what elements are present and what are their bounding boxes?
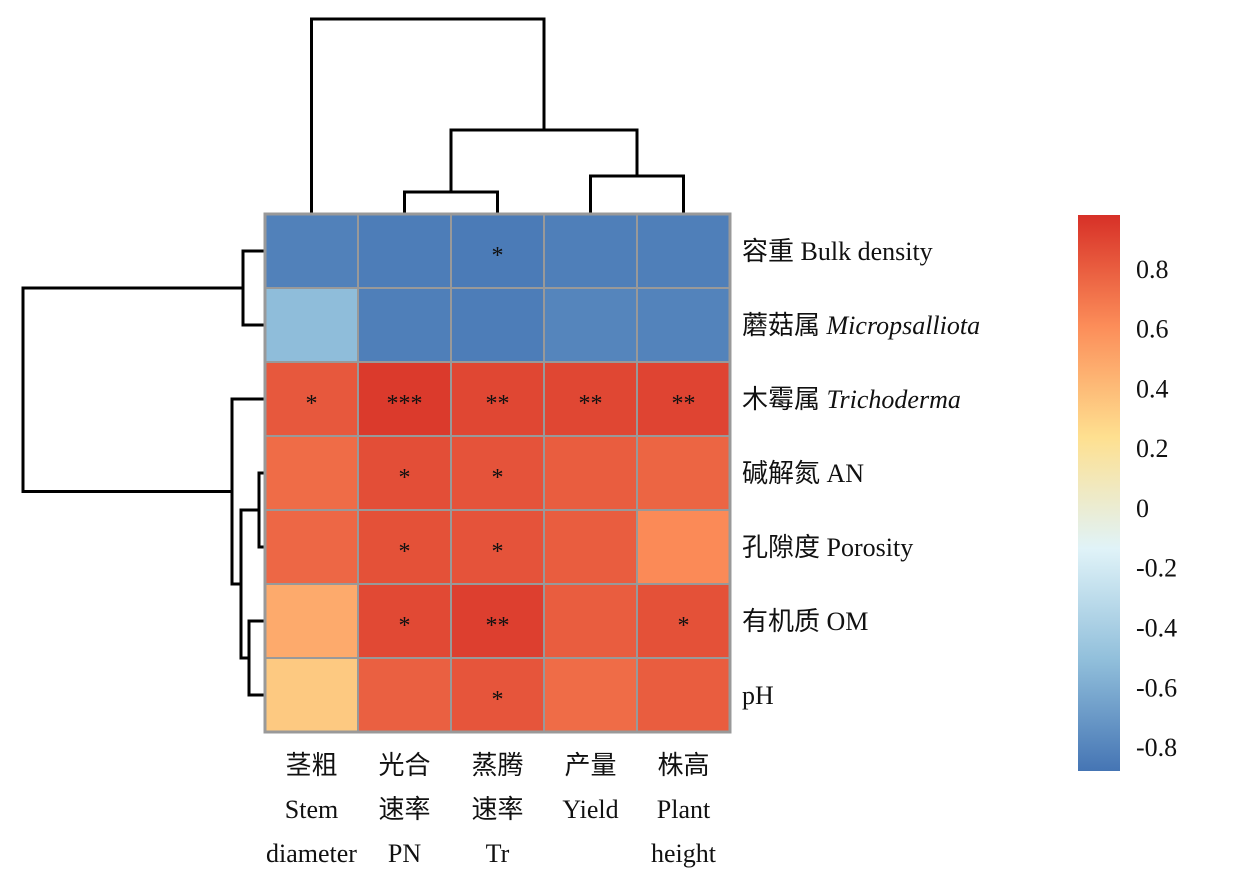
- significance-mark: **: [579, 391, 603, 417]
- colorbar-tick-label: -0.2: [1136, 554, 1177, 583]
- heatmap-cell: [543, 213, 638, 289]
- column-label: 产量: [564, 751, 616, 780]
- heatmap-cell: [636, 435, 731, 511]
- column-label: 光合: [378, 751, 430, 780]
- significance-mark: *: [399, 465, 411, 491]
- row-label: 有机质 OM: [742, 607, 868, 636]
- dendrogram-link: [247, 619, 265, 697]
- significance-mark: **: [486, 613, 510, 639]
- significance-mark: *: [492, 687, 504, 713]
- heatmap-cell: [450, 435, 545, 511]
- column-label: height: [651, 839, 717, 868]
- heatmap-cell: [543, 583, 638, 659]
- heatmap-cell: [543, 657, 638, 733]
- heatmap-cell: [450, 213, 545, 289]
- row-label: 蘑菇属 Micropsalliota: [742, 311, 980, 340]
- heatmap-border: [263, 212, 732, 734]
- significance-mark: *: [399, 539, 411, 565]
- colorbar-gradient: [1078, 215, 1120, 771]
- column-label: 蒸腾: [471, 751, 523, 780]
- significance-mark: **: [486, 391, 510, 417]
- column-label: Tr: [486, 839, 510, 868]
- heatmap-cell: [357, 361, 452, 437]
- significance-mark: *: [306, 391, 318, 417]
- heatmap-cell: [543, 287, 638, 363]
- column-dendrogram: [310, 17, 685, 214]
- heatmap-cell: [264, 287, 359, 363]
- dendrogram-link: [403, 190, 499, 214]
- significance-mark: ***: [387, 391, 423, 417]
- heatmap-cell: [636, 213, 731, 289]
- column-label: Stem: [285, 795, 338, 824]
- dendrogram-link: [449, 128, 639, 192]
- column-label: Plant: [657, 795, 711, 824]
- significance-mark: *: [492, 539, 504, 565]
- column-label: PN: [388, 839, 421, 868]
- colorbar-tick-label: -0.8: [1136, 733, 1177, 762]
- heatmap-cell: [450, 509, 545, 585]
- row-labels: 容重 Bulk density 蘑菇属 Micropsalliota 木霉属 Tri…: [742, 237, 980, 710]
- row-label: 孔隙度 Porosity: [742, 533, 913, 562]
- column-label: diameter: [266, 839, 357, 868]
- heatmap-cell: [636, 361, 731, 437]
- heatmap-cell: [450, 361, 545, 437]
- colorbar-tick-label: 0.2: [1136, 434, 1169, 463]
- heatmap-cells: [263, 212, 732, 734]
- colorbar-tick-label: 0.8: [1136, 255, 1169, 284]
- heatmap-cell: [264, 213, 359, 289]
- row-label: 容重 Bulk density: [742, 237, 933, 266]
- column-label: 株高: [657, 751, 709, 780]
- heatmap-cell: [636, 287, 731, 363]
- colorbar-tick-label: -0.6: [1136, 673, 1177, 702]
- significance-mark: *: [492, 465, 504, 491]
- dendrogram-link: [21, 286, 243, 493]
- heatmap-cell: [357, 435, 452, 511]
- heatmap-cell: [264, 435, 359, 511]
- row-dendrogram: [21, 249, 265, 697]
- row-label: 碱解氮 AN: [742, 459, 864, 488]
- dendrogram-link: [241, 249, 265, 327]
- heatmap-cell: [357, 657, 452, 733]
- heatmap-cell: [357, 287, 452, 363]
- heatmap-cell: [450, 287, 545, 363]
- row-label: pH: [742, 681, 774, 710]
- heatmap-cell: [264, 583, 359, 659]
- colorbar-tick-label: 0.6: [1136, 315, 1169, 344]
- significance-mark: *: [399, 613, 411, 639]
- row-label: 木霉属 Trichoderma: [742, 385, 961, 414]
- heatmap-cell: [636, 509, 731, 585]
- heatmap-cell: [543, 435, 638, 511]
- significance-mark: *: [678, 613, 690, 639]
- dendrogram-link: [589, 174, 685, 214]
- heatmap-cell: [264, 657, 359, 733]
- heatmap-cell: [543, 509, 638, 585]
- significance-marks: ********************: [306, 243, 696, 713]
- colorbar-tick-label: -0.4: [1136, 614, 1177, 643]
- significance-mark: **: [672, 391, 696, 417]
- heatmap-cell: [357, 213, 452, 289]
- colorbar-tick-label: 0: [1136, 494, 1149, 523]
- heatmap-cell: [636, 657, 731, 733]
- column-label: Yield: [562, 795, 618, 824]
- heatmap-cell: [264, 509, 359, 585]
- column-label: 速率: [471, 795, 523, 824]
- column-label: 茎粗: [285, 751, 337, 780]
- colorbar-tick-label: 0.4: [1136, 374, 1169, 403]
- column-label: 速率: [378, 795, 430, 824]
- dendrogram-link: [310, 17, 546, 214]
- heatmap-cell: [357, 509, 452, 585]
- significance-mark: *: [492, 243, 504, 269]
- colorbar: 0.8 0.6 0.4 0.2 0 -0.2 -0.4 -0.6 -0.8: [1078, 215, 1177, 771]
- heatmap-cell: [636, 583, 731, 659]
- heatmap-cell: [543, 361, 638, 437]
